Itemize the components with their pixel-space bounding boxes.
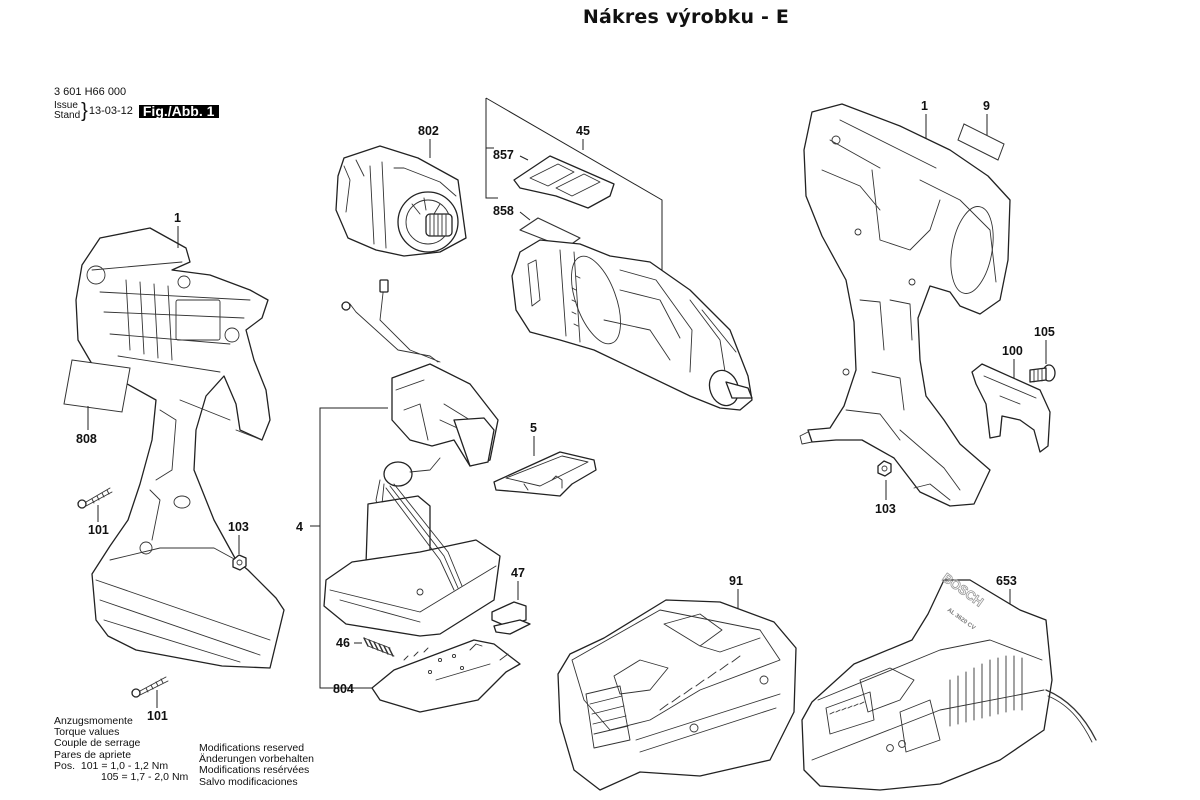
callout-4: 4 [296,520,303,534]
stand-label: Stand [54,110,81,121]
part-5-slide[interactable] [493,451,597,497]
callout-9: 9 [983,99,990,113]
mods-es: Salvo modificaciones [199,775,298,788]
callout-101-lower: 101 [147,709,168,723]
issue-labels: Issue Stand [54,101,80,121]
torque-heading-en: Torque values [54,726,120,739]
callout-808: 808 [76,432,97,446]
part-101-screw-upper[interactable] [77,487,113,509]
issue-block: Issue Stand }13-03-12 Fig./Abb. 1 [54,100,220,122]
part-101-screw-lower[interactable] [131,676,169,698]
callout-857: 857 [493,148,514,162]
part-105-screw[interactable] [1029,364,1056,383]
issue-label: Issue [54,100,78,111]
torque-heading-fr: Couple de serrage [54,737,141,750]
torque-value: = 1,0 - 1,2 Nm [101,759,169,772]
issue-date: 13-03-12 [88,105,133,117]
part-103-nut-right[interactable] [877,460,892,477]
callout-103-right: 103 [875,502,896,516]
callout-47: 47 [511,566,525,580]
mods-en: Modifications reserved [199,742,305,754]
part-46-spring[interactable] [363,637,395,657]
callout-45: 45 [576,124,590,138]
callout-5: 5 [530,421,537,435]
part-91-battery-pack[interactable] [557,599,797,791]
figure-badge: Fig./Abb. 1 [138,104,220,118]
page-title: Nákres výrobku - E [582,6,790,28]
callout-653: 653 [996,574,1017,588]
callout-103-left: 103 [228,520,249,534]
part-45-gearbox-chuck[interactable] [511,239,753,411]
callout-100: 100 [1002,344,1023,358]
part-802-motor[interactable] [335,145,467,257]
pos-prefix: Pos. [54,759,76,772]
callout-858: 858 [493,204,514,218]
torque-row-105: 105 = 1,7 - 2,0 Nm [54,771,189,784]
torque-value: = 1,7 - 2,0 Nm [121,771,189,784]
modifications-notice: Modifications reserved Änderungen vorbeh… [199,742,315,788]
part-100-belt-clip[interactable] [971,363,1051,453]
torque-pos: 105 [101,771,119,784]
torque-heading-de: Anzugsmomente [54,715,133,727]
part-103-nut-left[interactable] [232,554,247,571]
callout-1-left: 1 [174,211,181,225]
mods-de: Änderungen vorbehalten [199,753,315,766]
document-number: 3 601 H66 000 [54,86,127,98]
torque-row-101: Pos. 101 = 1,0 - 1,2 Nm [54,759,188,772]
part-808-type-plate[interactable] [63,359,131,413]
part-857-switch-slide[interactable] [513,155,615,209]
callout-91: 91 [729,574,743,588]
callout-1-right: 1 [921,99,928,113]
mods-fr: Modifications resérvées [199,764,310,777]
part-804-receptacle-plate[interactable] [371,639,521,713]
torque-values-block: Anzugsmomente Torque values Couple de se… [54,715,189,784]
part-653-battery-charger[interactable]: BOSCH AL 3620 CV [801,569,1097,791]
part-9-label[interactable] [957,123,1005,161]
callout-105: 105 [1034,325,1055,339]
callout-804: 804 [333,682,354,696]
brace-icon: } [81,100,88,122]
torque-heading-es: Pares de apriete [54,748,132,761]
part-47-latch-button[interactable] [491,601,531,635]
callout-101-upper: 101 [88,523,109,537]
part-housing-left[interactable] [75,227,285,669]
torque-pos: 101 [80,759,99,772]
callout-46: 46 [336,636,350,650]
part-housing-right[interactable] [799,103,1011,507]
part-4-switch-assembly[interactable] [323,279,501,637]
callout-802: 802 [418,124,439,138]
